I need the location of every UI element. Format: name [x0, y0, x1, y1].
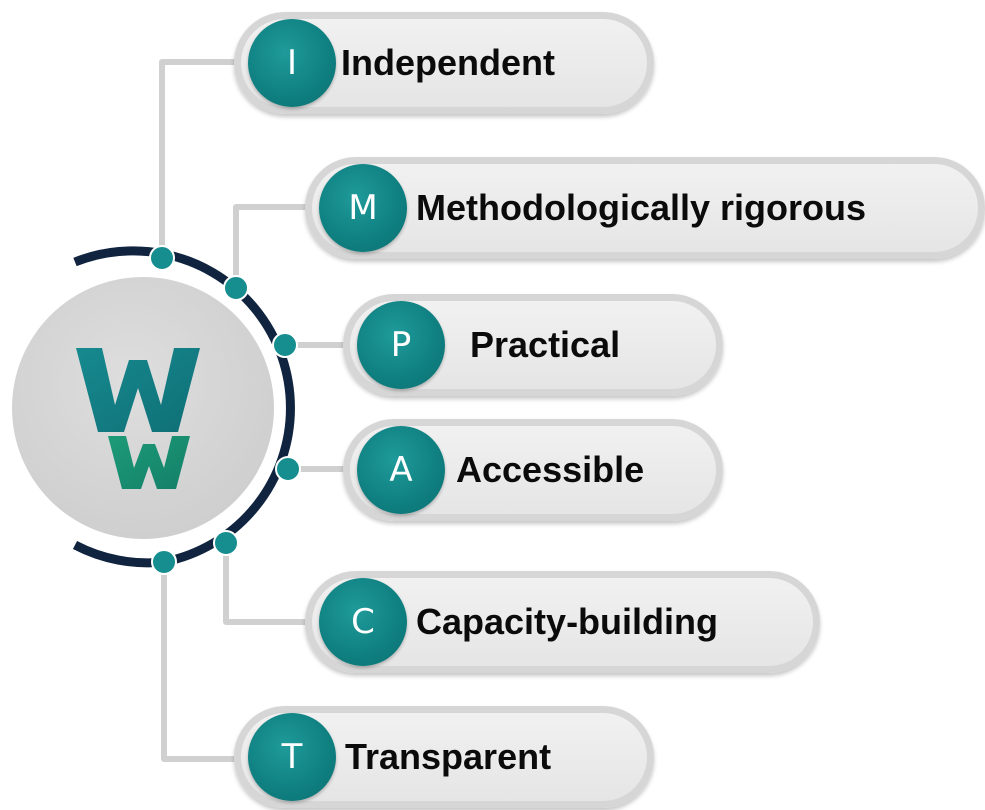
dot-methodologically-rigorous — [223, 275, 249, 301]
connector-independent — [159, 59, 242, 258]
label-independent: Independent — [341, 42, 555, 83]
pill-accessible: A Accessible — [343, 419, 723, 521]
label-practical: Practical — [470, 324, 621, 365]
pill-transparent: T Transparent — [234, 706, 654, 808]
pill-methodologically-rigorous: M Methodologically rigorous — [305, 157, 985, 259]
label-transparent: Transparent — [345, 736, 552, 777]
label-methodologically-rigorous: Methodologically rigorous — [416, 187, 867, 228]
badge-letter-independent: I — [248, 19, 336, 107]
pill-capacity-building: C Capacity-building — [305, 571, 820, 673]
badge-letter-capacity-building: C — [319, 578, 407, 666]
badge-letter-transparent: T — [248, 713, 336, 801]
dot-accessible — [275, 456, 301, 482]
badge-letter-practical: P — [357, 301, 445, 389]
connector-capacity-building — [223, 543, 312, 625]
ww-logo — [76, 348, 200, 489]
connector-transparent — [161, 562, 242, 762]
dot-practical — [272, 332, 298, 358]
dot-capacity-building — [213, 530, 239, 556]
label-capacity-building: Capacity-building — [416, 601, 719, 642]
connector-dots — [149, 245, 301, 575]
logo-w-top — [76, 348, 200, 432]
pill-independent: I Independent — [234, 12, 654, 114]
badge-letter-accessible: A — [357, 426, 445, 514]
dot-transparent — [151, 549, 177, 575]
badge-letter-methodologically-rigorous: M — [319, 164, 407, 252]
dot-independent — [149, 245, 175, 271]
label-accessible: Accessible — [456, 449, 645, 490]
logo-disc — [12, 277, 274, 539]
logo-w-bottom — [108, 436, 190, 489]
pill-practical: P Practical — [343, 294, 723, 396]
connector-methodologically-rigorous — [233, 204, 312, 288]
